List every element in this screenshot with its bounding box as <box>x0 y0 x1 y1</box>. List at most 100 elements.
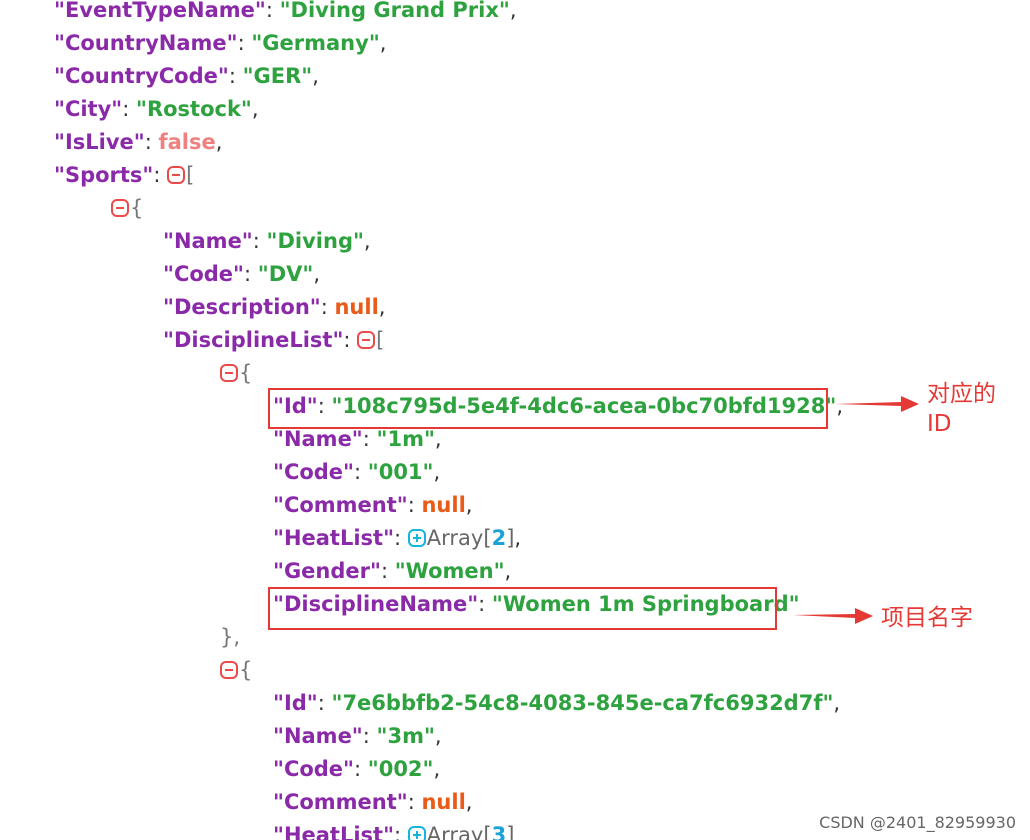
json-string-value: "GER" <box>242 64 313 88</box>
json-line-discipline-1-close: }, <box>220 621 240 654</box>
arrow-right-icon <box>793 608 873 624</box>
json-string-value: "Women" <box>394 559 505 583</box>
collapse-icon[interactable] <box>220 661 238 679</box>
json-colon: : <box>354 757 368 781</box>
json-colon: : <box>244 262 258 286</box>
json-string-value: "Rostock" <box>136 97 252 121</box>
json-comma: , <box>433 460 441 484</box>
json-key: "Name" <box>163 229 253 253</box>
json-comma: , <box>378 295 386 319</box>
collapse-icon[interactable] <box>167 166 186 184</box>
json-line-sport-object: { <box>111 192 143 225</box>
json-line-discipline-2-code: "Code": "002", <box>273 753 440 786</box>
json-key: "Id" <box>273 394 318 418</box>
json-line-discipline-1-discipline-name: "DisciplineName": "Women 1m Springboard" <box>273 588 800 621</box>
json-comma: , <box>465 790 473 814</box>
json-comma: , <box>434 427 442 451</box>
json-string-value: "DV" <box>257 262 314 286</box>
json-string-value: "1m" <box>376 427 435 451</box>
json-key: "Name" <box>273 427 363 451</box>
json-line-discipline-1-heat-list: "HeatList": Array[2], <box>273 522 521 555</box>
json-colon: : <box>153 163 168 187</box>
json-line-country-name: "CountryName": "Germany", <box>54 27 386 60</box>
json-key: "Gender" <box>273 559 381 583</box>
json-comma: , <box>313 262 321 286</box>
json-string-value: "Diving" <box>266 229 364 253</box>
collapse-icon[interactable] <box>220 364 238 382</box>
json-key: "Sports" <box>54 163 154 187</box>
json-array-open: [ <box>186 163 195 187</box>
json-comma: , <box>836 394 844 418</box>
json-line-discipline-1-comment: "Comment": null, <box>273 489 472 522</box>
json-string-value: "Women 1m Springboard" <box>491 592 800 616</box>
json-line-is-live: "IsLive": false, <box>54 126 222 159</box>
json-line-discipline-1-gender: "Gender": "Women", <box>273 555 511 588</box>
json-string-value: "108c795d-5e4f-4dc6-acea-0bc70bfd1928" <box>331 394 837 418</box>
json-line-discipline-2-heat-list: "HeatList": Array[3] <box>273 819 514 840</box>
json-comma: , <box>509 0 517 22</box>
json-line-discipline-list: "DisciplineList": [ <box>163 324 384 357</box>
json-comma: , <box>312 64 319 88</box>
json-null-value: null <box>421 493 466 517</box>
json-colon: : <box>362 427 377 451</box>
json-string-value: "002" <box>367 757 434 781</box>
json-string-value: "7e6bbfb2-54c8-4083-845e-ca7fc6932d7f" <box>331 691 834 715</box>
json-colon: : <box>265 0 280 22</box>
id-annotation-line2: ID <box>927 411 952 437</box>
json-array-close: ] <box>506 526 515 550</box>
json-comma: , <box>434 724 442 748</box>
json-line-sports: "Sports": [ <box>54 159 194 192</box>
json-line-discipline-2-name: "Name": "3m", <box>273 720 442 753</box>
json-key: "HeatList" <box>273 823 395 840</box>
json-comma: , <box>251 97 259 121</box>
json-colon: : <box>317 691 332 715</box>
id-annotation-line1: 对应的 <box>927 381 996 407</box>
json-colon: : <box>122 97 136 121</box>
collapse-icon[interactable] <box>111 199 129 217</box>
json-line-city: "City": "Rostock", <box>54 93 259 126</box>
json-key: "Code" <box>273 460 354 484</box>
json-key: "Description" <box>163 295 321 319</box>
json-line-discipline-1-id: "Id": "108c795d-5e4f-4dc6-acea-0bc70bfd1… <box>273 390 843 423</box>
expand-icon[interactable] <box>407 826 426 840</box>
json-line-sport-name: "Name": "Diving", <box>163 225 371 258</box>
json-colon: : <box>237 31 252 55</box>
json-colon: : <box>320 295 335 319</box>
id-annotation: 对应的 ID <box>927 379 996 439</box>
json-colon: : <box>394 823 408 840</box>
json-line-discipline-2-id: "Id": "7e6bbfb2-54c8-4083-845e-ca7fc6932… <box>273 687 840 720</box>
name-annotation: 项目名字 <box>881 605 973 631</box>
arrow-right-icon <box>835 396 919 412</box>
json-colon: : <box>317 394 332 418</box>
json-comma: , <box>514 526 522 550</box>
json-line-sport-description: "Description": null, <box>163 291 385 324</box>
json-colon: : <box>252 229 267 253</box>
json-colon: : <box>407 790 422 814</box>
json-key: "IsLive" <box>54 130 145 154</box>
json-key: "Comment" <box>273 493 408 517</box>
json-comma: , <box>433 757 441 781</box>
json-key: "Comment" <box>273 790 408 814</box>
collapse-icon[interactable] <box>357 331 376 349</box>
json-colon: : <box>362 724 377 748</box>
json-object-open: { <box>130 196 144 220</box>
expand-icon[interactable] <box>407 529 426 547</box>
json-colon: : <box>380 559 395 583</box>
json-comma: , <box>504 559 512 583</box>
json-key: "Name" <box>273 724 363 748</box>
json-line-country-code: "CountryCode": "GER", <box>54 60 319 93</box>
json-boolean-value: false <box>158 130 216 154</box>
json-array-label: Array[ <box>426 526 492 550</box>
watermark: CSDN @2401_82959930 <box>819 813 1016 832</box>
json-object-open: { <box>239 361 253 385</box>
json-string-value: "Diving Grand Prix" <box>279 0 510 22</box>
json-comma: , <box>833 691 841 715</box>
id-highlight-box <box>268 388 828 429</box>
json-key: "Code" <box>163 262 244 286</box>
json-colon: : <box>343 328 358 352</box>
json-colon: : <box>354 460 368 484</box>
json-comma: , <box>215 130 223 154</box>
json-null-value: null <box>421 790 466 814</box>
json-key: "Id" <box>273 691 318 715</box>
